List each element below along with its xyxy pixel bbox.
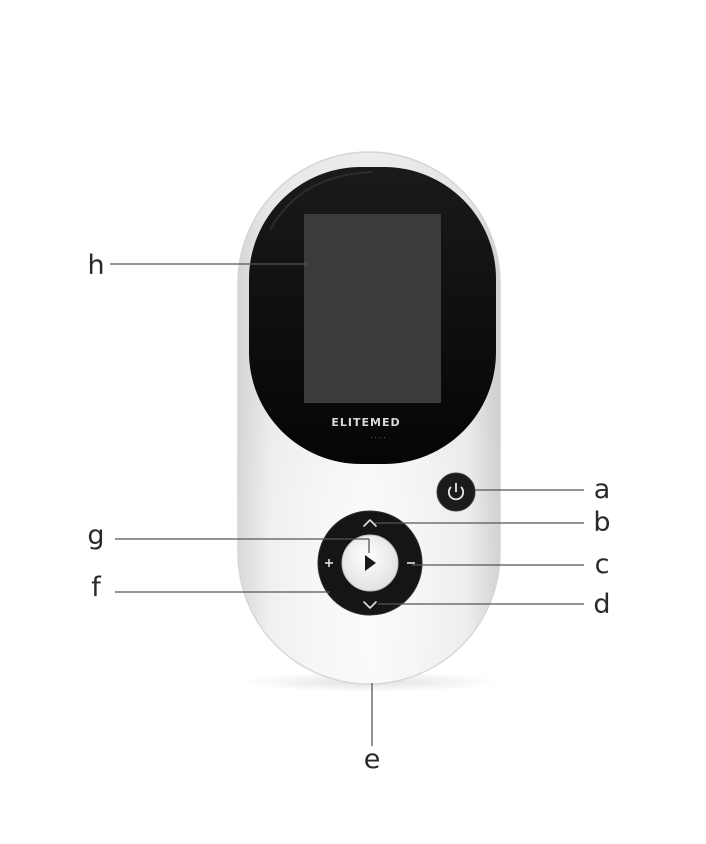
power-icon	[447, 482, 465, 501]
callout-label-g: g	[87, 520, 105, 551]
display-screen	[304, 214, 441, 403]
callout-label-f: f	[91, 572, 101, 603]
chevron-down-icon	[363, 601, 377, 609]
bezel-highlight	[269, 171, 373, 231]
chevron-up-icon	[363, 519, 377, 527]
callout-label-b: b	[593, 507, 611, 538]
play-button[interactable]	[341, 534, 399, 592]
plus-button[interactable]	[325, 559, 333, 567]
plus-icon	[325, 559, 333, 567]
up-button[interactable]	[363, 519, 377, 527]
brand-logo: ELITEMED	[331, 416, 400, 429]
down-button[interactable]	[363, 601, 377, 609]
callout-label-c: c	[594, 549, 610, 580]
brand-sublogo: · · · ·	[370, 434, 386, 442]
callout-lines	[110, 263, 584, 746]
callout-label-d: d	[593, 589, 611, 620]
callout-label-e: e	[363, 744, 381, 775]
callout-label-h: h	[87, 250, 105, 281]
play-icon	[365, 555, 376, 571]
power-button[interactable]	[436, 472, 476, 512]
callout-label-a: a	[593, 474, 611, 505]
